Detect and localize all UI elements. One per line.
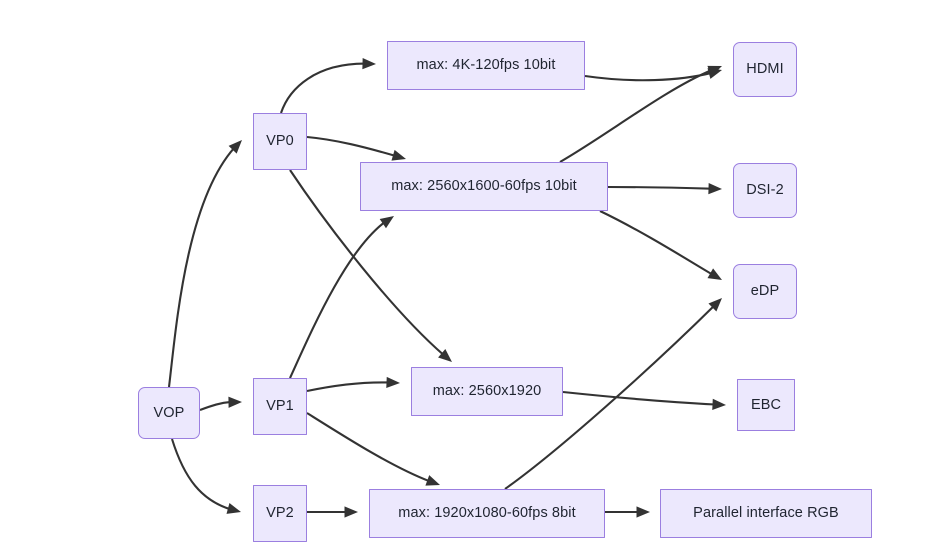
edge-vp1-2560x1920 <box>306 376 401 393</box>
arrow-head <box>362 58 376 70</box>
node-dsi2[interactable]: DSI-2 <box>733 163 797 218</box>
edge-line <box>306 135 407 161</box>
node-label: max: 2560x1600-60fps 10bit <box>391 178 577 195</box>
edge-vp1-1920x1080 <box>306 412 441 486</box>
edge-line <box>599 210 723 281</box>
edge-vop-vp1 <box>199 396 243 411</box>
node-label: DSI-2 <box>746 182 784 199</box>
node-lbl1080[interactable]: max: 1920x1080-60fps 8bit <box>369 489 605 538</box>
node-label: EBC <box>750 396 782 413</box>
edge-line <box>562 390 727 407</box>
edge-vop-vp0 <box>167 139 243 388</box>
node-ebc[interactable]: EBC <box>737 379 795 431</box>
node-lbl2560[interactable]: max: 2560x1600-60fps 10bit <box>360 162 608 211</box>
node-edp[interactable]: eDP <box>733 264 797 319</box>
arrow-head <box>386 376 400 389</box>
edge-2560x1920-ebc <box>562 390 727 410</box>
arrow-head <box>391 149 406 161</box>
node-label: max: 4K-120fps 10bit <box>416 57 556 74</box>
node-vp2[interactable]: VP2 <box>253 485 307 542</box>
arrow-head <box>228 396 242 408</box>
edge-vp2-1920x1080 <box>306 506 358 518</box>
node-label: VP0 <box>266 133 294 150</box>
node-label: HDMI <box>746 61 784 78</box>
edge-line <box>167 139 243 388</box>
node-label: Parallel interface RGB <box>693 505 839 522</box>
edge-line <box>170 438 242 514</box>
arrow-head <box>226 503 241 514</box>
edge-line <box>607 185 723 191</box>
edge-line <box>584 68 723 82</box>
node-label: eDP <box>750 283 780 300</box>
edge-vp0-2560x1600 <box>306 135 407 161</box>
node-lbl1920x[interactable]: max: 2560x1920 <box>411 367 563 416</box>
arrow-head <box>707 68 722 79</box>
edge-vop-vp2 <box>170 438 242 514</box>
arrow-head <box>712 398 726 410</box>
edge-vp0-4k <box>280 58 377 114</box>
edge-line <box>280 62 377 114</box>
edge-line <box>199 400 243 411</box>
edge-vp1-2560x1600 <box>289 215 395 379</box>
node-label: VOP <box>153 404 185 421</box>
edge-2560x1600-dsi2 <box>607 182 723 195</box>
node-label: max: 2560x1920 <box>432 383 542 400</box>
node-vp0[interactable]: VP0 <box>253 113 307 170</box>
node-label: max: 1920x1080-60fps 8bit <box>398 505 576 522</box>
node-label: VP1 <box>266 398 294 415</box>
edge-line <box>306 381 401 393</box>
edge-line <box>306 412 441 486</box>
node-hdmi[interactable]: HDMI <box>733 42 797 97</box>
edge-line <box>289 215 395 379</box>
arrow-head <box>707 268 722 280</box>
arrow-head <box>708 298 722 312</box>
arrow-head <box>425 475 440 486</box>
node-label: VP2 <box>266 505 294 522</box>
arrow-head <box>344 506 358 518</box>
arrow-head <box>708 182 722 195</box>
arrow-head <box>228 140 242 154</box>
arrow-head <box>438 348 452 362</box>
node-vp1[interactable]: VP1 <box>253 378 307 435</box>
node-prgb[interactable]: Parallel interface RGB <box>660 489 872 538</box>
arrow-head <box>636 506 650 518</box>
edge-4k-hdmi <box>584 68 723 82</box>
arrow-head <box>707 65 722 77</box>
node-lbl4k[interactable]: max: 4K-120fps 10bit <box>387 41 585 90</box>
arrow-head <box>379 216 394 229</box>
node-vop[interactable]: VOP <box>138 387 200 439</box>
edge-2560x1600-edp <box>599 210 723 281</box>
edge-1920x1080-prgb <box>604 506 650 518</box>
